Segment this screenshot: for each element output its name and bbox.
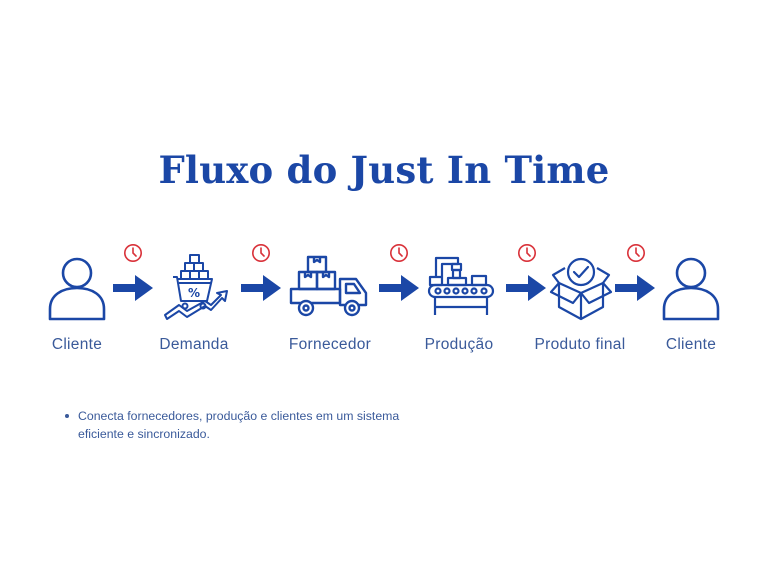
flow-arrow	[241, 274, 281, 302]
description-list: Conecta fornecedores, produção e cliente…	[62, 407, 422, 443]
svg-text:%: %	[188, 286, 200, 300]
step-label: Cliente	[51, 336, 103, 353]
arrow-right-icon	[615, 275, 655, 301]
step-label: Produção	[424, 336, 494, 353]
clock-icon	[627, 244, 645, 262]
bullet-text: Conecta fornecedores, produção e cliente…	[78, 409, 400, 441]
bullet-icon	[65, 414, 69, 418]
page-title: Fluxo do Just In Time	[158, 148, 610, 192]
flow-arrow	[113, 274, 153, 302]
flow-arrow	[615, 274, 655, 302]
arrow-right-icon	[379, 275, 419, 301]
arrow-right-icon	[506, 275, 546, 301]
step-cliente-start	[42, 253, 112, 323]
step-label: Cliente	[665, 336, 717, 353]
timer	[626, 243, 646, 263]
person-icon	[48, 257, 106, 321]
timer	[517, 243, 537, 263]
arrow-right-icon	[241, 275, 281, 301]
step-producao	[426, 253, 496, 323]
timer	[389, 243, 409, 263]
flow-arrow	[379, 274, 419, 302]
step-fornecedor	[288, 253, 372, 323]
step-label: Produto final	[534, 336, 626, 353]
list-item: Conecta fornecedores, produção e cliente…	[62, 407, 422, 443]
clock-icon	[252, 244, 270, 262]
person-icon	[662, 257, 720, 321]
delivery-truck-icon	[289, 255, 368, 317]
timer	[123, 243, 143, 263]
step-produto-final	[546, 253, 616, 323]
approved-box-icon	[549, 257, 613, 321]
conveyor-production-icon	[427, 256, 495, 315]
arrow-right-icon	[113, 275, 153, 301]
flow-arrow	[506, 274, 546, 302]
step-cliente-end	[656, 253, 726, 323]
shopping-cart-growth-icon: %	[164, 254, 228, 320]
timer	[251, 243, 271, 263]
step-label: Demanda	[159, 336, 229, 353]
clock-icon	[124, 244, 142, 262]
step-label: Fornecedor	[288, 336, 372, 353]
step-demanda: %	[161, 253, 231, 323]
clock-icon	[518, 244, 536, 262]
clock-icon	[390, 244, 408, 262]
